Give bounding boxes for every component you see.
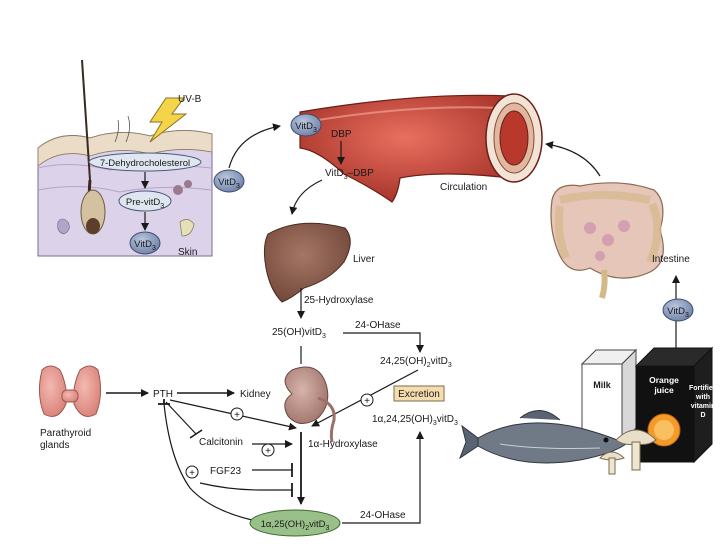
parathyroid-label-2: glands: [40, 440, 69, 451]
uvb-label: UV-B: [178, 94, 202, 105]
dehydrocholesterol-oval: [88, 152, 202, 172]
vitd3-vessel-label: VitD3: [295, 121, 317, 134]
plus-sign-b: +: [234, 410, 240, 421]
calcitriol-label: 1α,25(OH)2vitD3: [261, 519, 330, 532]
hydroxylase25-label: 25-Hydroxylase: [304, 295, 374, 306]
parathyroid-glands-illustration: [38, 365, 102, 417]
dbp-label: DBP: [331, 129, 352, 140]
kidney-illustration: [284, 366, 329, 424]
excretion-box: [393, 385, 445, 402]
vitd3-diet-label: VitD3: [667, 306, 689, 319]
intestine-label: Intestine: [652, 254, 690, 265]
vitd3-released-pill: [213, 169, 245, 193]
orange-juice-carton-illustration: [634, 346, 714, 464]
skin-label: Skin: [178, 247, 197, 258]
excretion-label: Excretion: [398, 389, 440, 400]
parathyroid-label-1: Parathyroid: [40, 428, 91, 439]
fortified-label-2: with: [695, 394, 710, 401]
plus-sign-d: +: [189, 468, 195, 479]
hydroxylase1a-label: 1α-Hydroxylase: [308, 439, 378, 450]
calcitonin-label: Calcitonin: [199, 437, 243, 448]
fgf23-label: FGF23: [210, 466, 242, 477]
plus-sign-c: +: [265, 446, 271, 457]
fortified-label-3: vitamin: [691, 403, 716, 410]
previtd3-oval: [118, 190, 172, 212]
fortified-label-1: Fortified: [689, 385, 717, 392]
mushroom-illustration: [599, 429, 657, 475]
vitd3-skin-pill: [129, 231, 161, 255]
liver-illustration: [263, 222, 351, 303]
ohase24-top-label: 24-OHase: [355, 320, 401, 331]
plus-sign-a: +: [364, 396, 370, 407]
vitd3-diet-pill: [662, 298, 694, 322]
orange-juice-label-1: Orange: [649, 375, 679, 385]
uvb-lightning-icon: [149, 97, 188, 143]
calcitriol-oval: [249, 509, 341, 537]
ohvitd3-label: 25(OH)vitD3: [272, 327, 326, 340]
milk-carton-illustration: [580, 348, 638, 444]
vitd3-dbp-label: VitD3–DBP: [325, 168, 374, 181]
vitd3-vessel-pill: [290, 113, 322, 137]
dehydrocholesterol-label: 7-Dehydrocholesterol: [100, 158, 190, 169]
milk-label: Milk: [593, 380, 611, 390]
dihydroxy-24-25-label: 24,25(OH)2vitD3: [380, 356, 452, 369]
fish-illustration: [458, 410, 627, 464]
vitd3-skin-label: VitD3: [134, 239, 156, 252]
blood-vessel-illustration: [299, 93, 543, 203]
pth-label: PTH: [153, 389, 173, 400]
fortified-label-4: D: [700, 412, 705, 419]
liver-label: Liver: [353, 254, 375, 265]
trihydroxy-label: 1α,24,25(OH)3vitD3: [372, 414, 458, 427]
ohase24-bottom-label: 24-OHase: [360, 510, 406, 521]
intestine-illustration: [550, 182, 664, 299]
circulation-label: Circulation: [440, 182, 487, 193]
vitd3-released-label: VitD3: [218, 177, 240, 190]
previtd3-label: Pre-vitD3: [126, 197, 164, 210]
kidney-label: Kidney: [240, 389, 271, 400]
orange-juice-label-2: juice: [653, 385, 674, 395]
